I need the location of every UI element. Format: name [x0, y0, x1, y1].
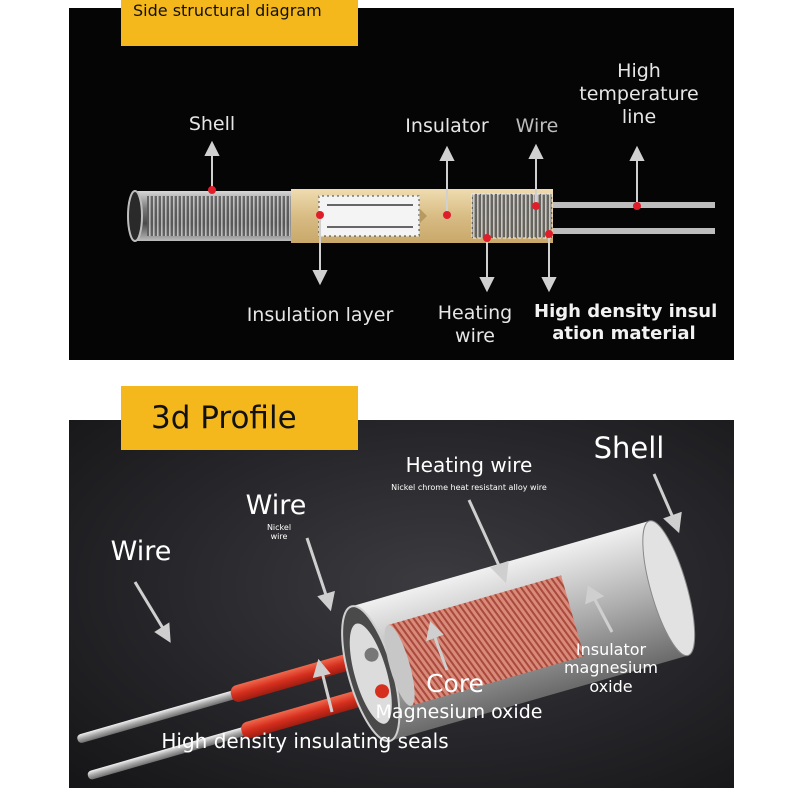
- insulation-layer-label: Insulation layer: [246, 304, 394, 326]
- heating-wire-3d-sub: Nickel chrome heat resistant alloy wire: [391, 483, 547, 492]
- insulator-3d-label-1: Insulator: [575, 640, 647, 659]
- wire-mid-sub: Nickel wire: [259, 523, 299, 541]
- heating-wire-label-1: Heating: [437, 302, 513, 324]
- side-structural-tag: Side structural diagram: [121, 0, 358, 46]
- heating-wire-3d-label: Heating wire: [405, 453, 533, 477]
- 3d-profile-tag: 3d Profile: [121, 386, 358, 450]
- wire-mid-sub-1: Nickel: [266, 523, 292, 532]
- heating-wire-label: Heating wire: [430, 302, 520, 348]
- hd-insulation-label: High density insul ation material: [534, 301, 718, 344]
- side-structural-panel: Shell Insulator Wire High temperature li…: [69, 8, 734, 360]
- lead-wires: [77, 647, 396, 780]
- shell-label: Shell: [188, 113, 236, 135]
- shell-body: [341, 520, 696, 743]
- insulator-3d-label-2: magnesium: [563, 658, 659, 678]
- hd-insulation-label-1: High density insul: [534, 301, 718, 322]
- seals-label: High density insulating seals: [161, 729, 449, 753]
- side-structural-illustration: [127, 140, 715, 293]
- high-temp-line-label: High temperature line: [574, 60, 704, 128]
- 3d-profile-illustration: [77, 473, 696, 780]
- wire-label: Wire: [515, 115, 559, 137]
- insulator-3d-label: Insulator magnesium oxide: [553, 640, 669, 696]
- wire-left-label: Wire: [110, 536, 172, 567]
- callout-arrows: [204, 140, 645, 293]
- shell-3d-label: Shell: [593, 431, 665, 465]
- callout-markers: [208, 186, 641, 242]
- high-temp-line-label-1: High: [617, 60, 661, 82]
- 3d-callout-arrows: [133, 473, 682, 713]
- core-sub-label: Magnesium oxide: [375, 701, 543, 723]
- heating-wire-label-2: wire: [455, 324, 495, 347]
- insulator-label: Insulator: [405, 115, 489, 137]
- high-temp-line-label-3: line: [621, 105, 657, 128]
- insulator-3d-label-3: oxide: [589, 676, 633, 696]
- wire-mid-sub-2: wire: [270, 532, 288, 542]
- 3d-profile-panel: Shell Heating wire Nickel chrome heat re…: [69, 420, 734, 788]
- hd-insulation-label-2: ation material: [552, 322, 696, 344]
- core-label: Core: [426, 669, 484, 698]
- insulator-body: [291, 189, 553, 243]
- high-temp-line-label-2: temperature: [579, 82, 699, 105]
- wire-mid-label: Wire: [245, 490, 307, 521]
